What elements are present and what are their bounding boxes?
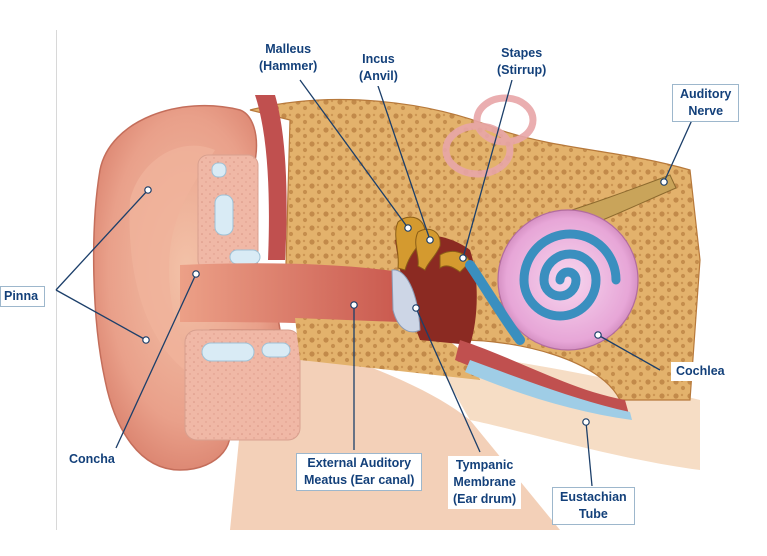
vestibule-canal	[465, 260, 525, 345]
muscle-strip	[255, 95, 287, 260]
label-external-auditory-meatus: External Auditory Meatus (Ear canal)	[296, 453, 423, 491]
eustachian-lumen	[465, 360, 632, 420]
semicircular-canals	[442, 94, 537, 178]
cochlea-spiral	[519, 229, 621, 321]
label-tympanic-membrane: Tympanic Membrane (Ear drum)	[448, 456, 522, 509]
pinna-fold	[129, 145, 215, 380]
frame-divider	[56, 30, 57, 530]
ossicles	[395, 216, 471, 273]
label-concha: Concha	[64, 450, 120, 469]
label-auditory-nerve: Auditory Nerve	[672, 84, 740, 122]
ear-canal	[180, 263, 410, 330]
label-cochlea: Cochlea	[671, 362, 730, 381]
eustachian-tube-shape	[455, 340, 630, 418]
label-malleus: Malleus (Hammer)	[254, 40, 323, 76]
tympanic-membrane-shape	[391, 269, 421, 333]
label-incus: Incus (Anvil)	[354, 50, 403, 86]
label-pinna: Pinna	[0, 286, 46, 307]
label-eustachian-tube: Eustachian Tube	[552, 487, 635, 525]
leader-endpoints	[142, 178, 668, 426]
label-stapes: Stapes (Stirrup)	[492, 44, 552, 80]
leader-lines	[55, 79, 693, 487]
lower-cartilage-spaces	[201, 342, 291, 362]
